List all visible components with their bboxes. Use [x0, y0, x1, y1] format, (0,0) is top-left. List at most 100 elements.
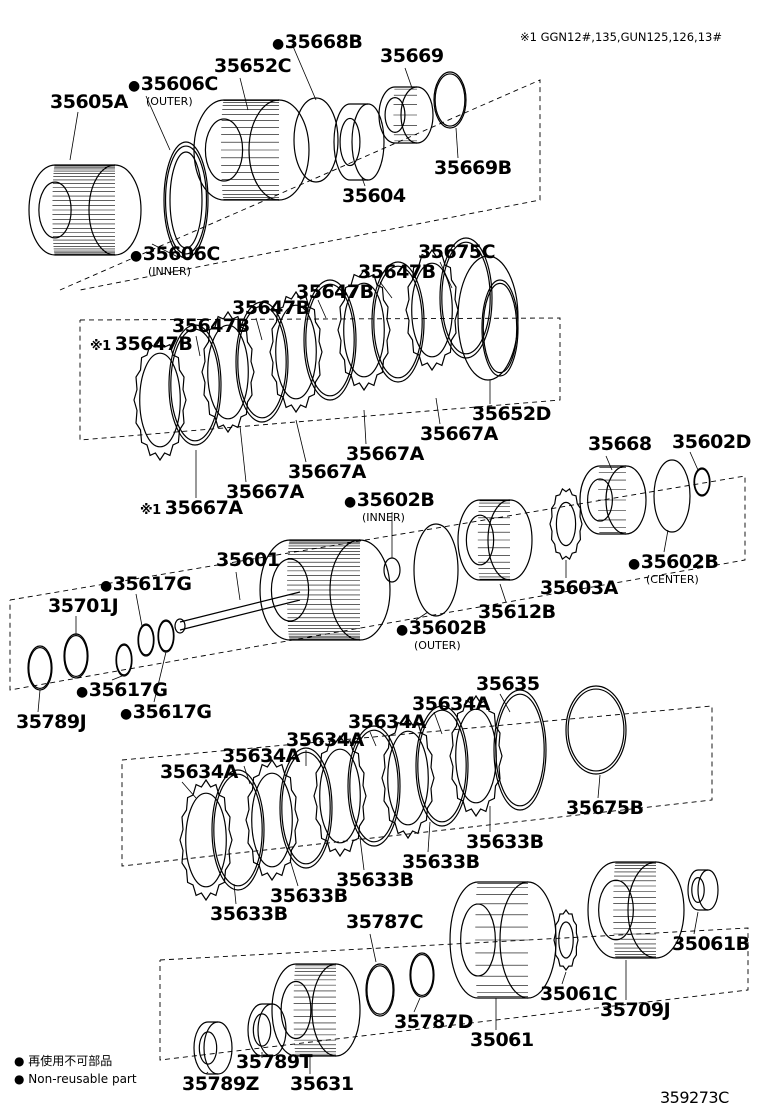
part-number-35667a-e[interactable]: 35667A — [140, 498, 243, 521]
part-number-35634a-c[interactable]: 35634A — [286, 729, 364, 751]
part-number-35652c[interactable]: 35652C — [214, 55, 292, 77]
clutch-plate-35634a — [449, 694, 503, 818]
part-number-35667a-b[interactable]: 35667A — [346, 443, 424, 465]
part-number-35668b[interactable]: 35668B — [272, 32, 363, 54]
part-number-35669b[interactable]: 35669B — [434, 157, 512, 179]
bearing-35061c-inner — [558, 921, 574, 959]
clutch-disc-35667a — [235, 301, 289, 423]
clutch-disc-35667a — [439, 237, 493, 359]
leader-line — [427, 821, 431, 853]
part-number-35631[interactable]: 35631 — [290, 1073, 354, 1095]
part-number-35675b[interactable]: 35675B — [566, 797, 644, 819]
oring-35602b-outer — [413, 523, 459, 617]
part-number-35601[interactable]: 35601 — [216, 549, 280, 571]
oring-35602b-inner — [383, 557, 401, 583]
leader-line — [205, 1071, 209, 1075]
washer-35789j — [27, 645, 53, 691]
part-number-35061[interactable]: 35061 — [470, 1029, 534, 1051]
leader-line — [689, 451, 699, 471]
part-number-35612b[interactable]: 35612B — [478, 601, 556, 623]
part-number-35647b-d[interactable]: 35647B — [172, 315, 250, 337]
part-number-35605a[interactable]: 35605A — [50, 91, 128, 113]
leader-line — [233, 883, 237, 905]
part-number-35647b-c[interactable]: 35647B — [232, 297, 310, 319]
part-position-note: (CENTER) — [646, 573, 699, 586]
clutch-plate-35634a — [245, 758, 299, 882]
part-number-35668[interactable]: 35668 — [588, 433, 652, 455]
part-number-35061c[interactable]: 35061C — [540, 983, 618, 1005]
part-number-35667a-c[interactable]: 35667A — [288, 461, 366, 483]
part-number-35633b-d[interactable]: 35633B — [270, 885, 348, 907]
group-outline-2 — [79, 317, 561, 441]
part-number-35667a-d[interactable]: 35667A — [226, 481, 304, 503]
part-number-35669[interactable]: 35669 — [380, 45, 444, 67]
part-number-35606c-inner[interactable]: 35606C — [130, 244, 221, 266]
part-number-35789z[interactable]: 35789Z — [182, 1073, 259, 1095]
leader-line — [195, 335, 201, 357]
leader-line — [361, 177, 366, 187]
leader-line — [413, 997, 421, 1013]
clutch-disc-35633b — [493, 689, 547, 811]
oring-35602b-center — [653, 459, 691, 533]
part-number-35617g-c[interactable]: 35617G — [120, 702, 212, 724]
leader-line — [435, 397, 441, 425]
leader-line — [235, 571, 241, 601]
part-number-35603a[interactable]: 35603A — [540, 577, 618, 599]
part-number-35787c[interactable]: 35787C — [346, 911, 424, 933]
part-number-35787d[interactable]: 35787D — [394, 1011, 473, 1033]
leader-line — [243, 765, 251, 785]
clutch-plate-35647b — [405, 248, 459, 372]
part-number-35617g-b[interactable]: 35617G — [76, 680, 168, 702]
leader-line — [135, 593, 143, 627]
part-number-35789j[interactable]: 35789J — [16, 711, 87, 733]
leader-line — [369, 731, 377, 747]
part-number-35667a-a[interactable]: 35667A — [420, 423, 498, 445]
part-number-35633b-e[interactable]: 35633B — [210, 903, 288, 925]
part-number-35602b-inner[interactable]: 35602B — [344, 490, 435, 512]
part-number-35647b-a[interactable]: 35647B — [358, 261, 436, 283]
part-number-35634a-a[interactable]: 35634A — [412, 693, 490, 715]
leader-line — [561, 971, 567, 985]
part-number-35602d[interactable]: 35602D — [672, 431, 751, 453]
clutch-plate-35647b — [201, 310, 255, 434]
part-number-35604[interactable]: 35604 — [342, 185, 406, 207]
oring-35668b — [293, 97, 339, 183]
part-number-35634a-d[interactable]: 35634A — [222, 745, 300, 767]
clutch-disc-35633b — [279, 747, 333, 869]
part-number-35635[interactable]: 35635 — [476, 673, 540, 695]
group-outline-4 — [121, 705, 713, 867]
bearing-35603a — [549, 487, 583, 561]
part-number-35633b-b[interactable]: 35633B — [402, 851, 480, 873]
part-number-35701j[interactable]: 35701J — [48, 595, 119, 617]
leader-line — [499, 583, 507, 603]
part-number-35602b-outer[interactable]: 35602B — [396, 618, 487, 640]
part-number-35633b-c[interactable]: 35633B — [336, 869, 414, 891]
part-number-35647b-e[interactable]: 35647B — [90, 334, 193, 357]
part-number-35633b-a[interactable]: 35633B — [466, 831, 544, 853]
part-number-35617g-a[interactable]: 35617G — [100, 574, 192, 596]
clutch-plate-35634a-inner — [319, 748, 361, 844]
clutch-disc-35633b — [347, 725, 401, 847]
part-number-35675c[interactable]: 35675C — [418, 241, 496, 263]
part-number-35709j[interactable]: 35709J — [600, 999, 671, 1021]
ring-35617g-a — [115, 643, 133, 677]
part-number-35634a-b[interactable]: 35634A — [348, 711, 426, 733]
clutch-plate-35634a-inner — [387, 730, 429, 826]
leader-line — [433, 711, 443, 735]
clutch-plate-35634a — [381, 716, 435, 840]
clutch-plate-35634a — [313, 734, 367, 858]
clutch-plate-35647b-inner — [207, 324, 249, 420]
clutch-plate-35634a-inner — [251, 772, 293, 868]
leader-line — [69, 111, 79, 161]
part-number-35652d[interactable]: 35652D — [472, 403, 551, 425]
part-number-35061b[interactable]: 35061B — [672, 933, 750, 955]
part-number-35647b-b[interactable]: 35647B — [296, 281, 374, 303]
part-number-35606c-outer[interactable]: 35606C — [128, 74, 219, 96]
leader-line — [145, 95, 171, 151]
clutch-plate-35647b-inner — [139, 352, 181, 448]
part-number-35789t[interactable]: 35789T — [236, 1051, 313, 1073]
part-number-35634a-e[interactable]: 35634A — [160, 761, 238, 783]
part-number-35602b-center[interactable]: 35602B — [628, 552, 719, 574]
